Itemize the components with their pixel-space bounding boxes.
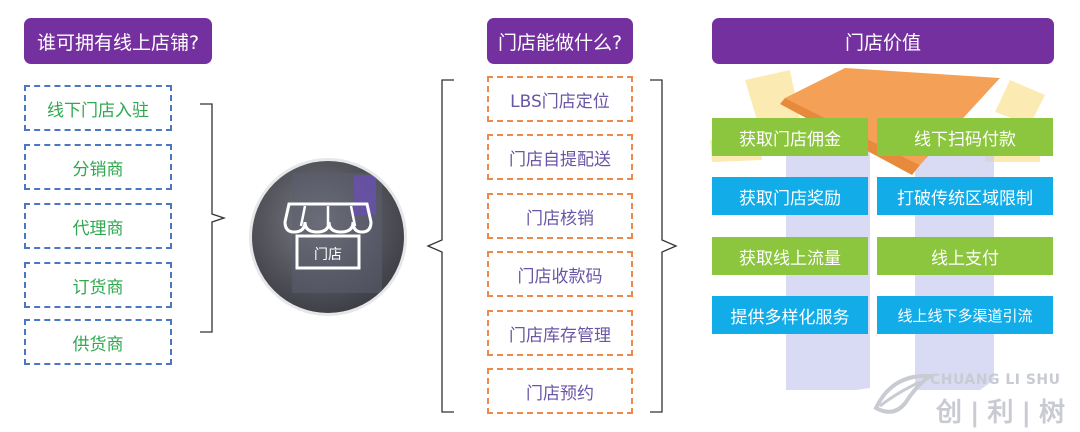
store-label: 门店 (314, 247, 342, 263)
middle-item-inventory: 门店库存管理 (487, 310, 633, 356)
left-item-agent: 代理商 (24, 203, 172, 249)
value-tile-multichannel: 线上线下多渠道引流 (877, 296, 1053, 334)
value-tile-online-traffic: 获取线上流量 (712, 237, 868, 275)
logo-text-en: CHUANG LI SHU (930, 372, 1061, 388)
middle-item-booking: 门店预约 (487, 368, 633, 414)
store-icon (283, 202, 373, 270)
middle-item-verify: 门店核销 (487, 193, 633, 239)
value-tile-diverse-service: 提供多样化服务 (712, 296, 868, 334)
left-item-supplier: 供货商 (24, 319, 172, 365)
middle-title: 门店能做什么? (487, 18, 633, 64)
middle-item-lbs: LBS门店定位 (487, 76, 633, 122)
logo-text-cn: 创|利|树 (936, 398, 1073, 428)
value-tile-break-region: 打破传统区域限制 (877, 177, 1053, 215)
left-item-distributor: 分销商 (24, 144, 172, 190)
logo-leaf-icon (873, 373, 934, 414)
left-item-orderer: 订货商 (24, 262, 172, 308)
value-tile-reward: 获取门店奖励 (712, 177, 868, 215)
left-bracket (200, 103, 227, 333)
value-tile-online-pay: 线上支付 (877, 237, 1053, 275)
middle-left-bracket (426, 79, 454, 413)
left-title: 谁可拥有线上店铺? (24, 18, 212, 64)
middle-item-pickup: 门店自提配送 (487, 134, 633, 180)
store-circle (249, 158, 407, 316)
right-title: 门店价值 (712, 18, 1054, 64)
middle-right-bracket (650, 79, 678, 413)
left-item-store-entry: 线下门店入驻 (24, 85, 172, 131)
value-tile-offline-scan-pay: 线下扫码付款 (877, 118, 1053, 156)
value-tile-commission: 获取门店佣金 (712, 118, 868, 156)
middle-item-payment-code: 门店收款码 (487, 251, 633, 297)
